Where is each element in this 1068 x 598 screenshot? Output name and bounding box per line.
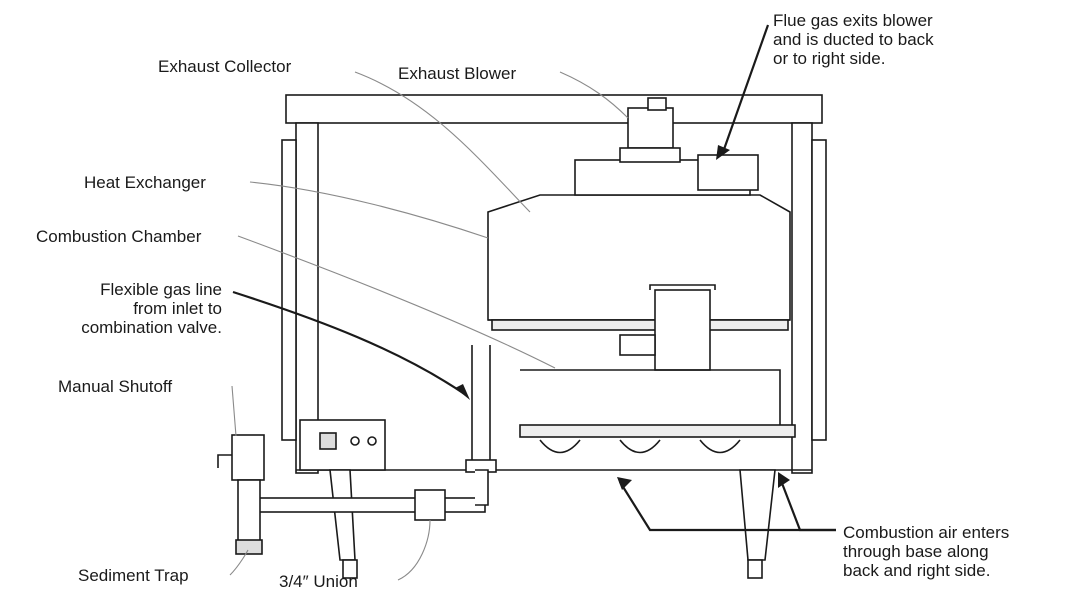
left-side-rail	[281, 139, 297, 441]
cabinet-right-panel	[791, 122, 813, 474]
blower-outlet	[697, 154, 759, 191]
label-combustion-air: Combustion air enters through base along…	[843, 523, 1009, 580]
arrowhead-air-2	[778, 472, 790, 488]
combustion-air-line-2: through base along	[843, 542, 989, 561]
label-heat-exchanger: Heat Exchanger	[84, 173, 206, 192]
leader-exhaust-collector	[354, 71, 531, 213]
label-manual-shutoff: Manual Shutoff	[58, 377, 173, 396]
arrowhead-flue-gas	[716, 145, 730, 160]
leader-union	[397, 519, 431, 581]
leg-center	[739, 469, 776, 561]
gas-line-line-3: combination valve.	[81, 318, 222, 337]
arrow-combustion-air-1	[619, 481, 836, 532]
indicator-light-2	[367, 436, 377, 446]
union-fitting	[414, 489, 446, 521]
gas-pipe	[254, 497, 486, 513]
indicator-light-1	[350, 436, 360, 446]
power-switch	[319, 432, 337, 450]
combustion-air-line-3: back and right side.	[843, 561, 991, 580]
heat-exchanger	[487, 194, 791, 321]
arrow-flue-gas	[720, 24, 770, 156]
leader-sediment-trap	[229, 549, 249, 576]
label-flexible-gas-line: Flexible gas line from inlet to combinat…	[36, 280, 222, 337]
leader-combustion-chamber	[237, 235, 556, 369]
gas-line-line-1: Flexible gas line	[100, 280, 222, 299]
label-flue-gas: Flue gas exits blower and is ducted to b…	[773, 11, 934, 68]
label-sediment-trap: Sediment Trap	[78, 566, 189, 585]
label-exhaust-blower: Exhaust Blower	[398, 64, 517, 83]
arrow-combustion-air-2	[778, 477, 836, 532]
leg-left	[329, 469, 356, 561]
manual-shutoff-valve	[231, 434, 265, 481]
combination-valve	[654, 289, 711, 371]
gas-line-line-2: from inlet to	[133, 299, 222, 318]
leader-exhaust-blower	[559, 71, 629, 119]
leader-manual-shutoff	[231, 385, 237, 437]
arrow-flexible-gas-line	[232, 290, 467, 396]
exhaust-blower-housing	[627, 107, 674, 149]
right-side-rail	[811, 139, 827, 441]
flue-gas-line-3: or to right side.	[773, 49, 886, 68]
arrowhead-air-1	[617, 477, 632, 490]
flue-gas-line-2: and is ducted to back	[773, 30, 934, 49]
label-combustion-chamber: Combustion Chamber	[36, 227, 202, 246]
flexible-gas-line	[471, 345, 491, 470]
label-union: 3/4″ Union	[279, 572, 358, 591]
combustion-air-line-1: Combustion air enters	[843, 523, 1010, 542]
leader-heat-exchanger	[249, 181, 489, 239]
flue-gas-line-1: Flue gas exits blower	[773, 11, 933, 30]
top-cover	[285, 94, 823, 124]
arrowhead-gas-line	[455, 384, 470, 400]
burner-rail	[519, 424, 796, 438]
label-exhaust-collector: Exhaust Collector	[158, 57, 292, 76]
